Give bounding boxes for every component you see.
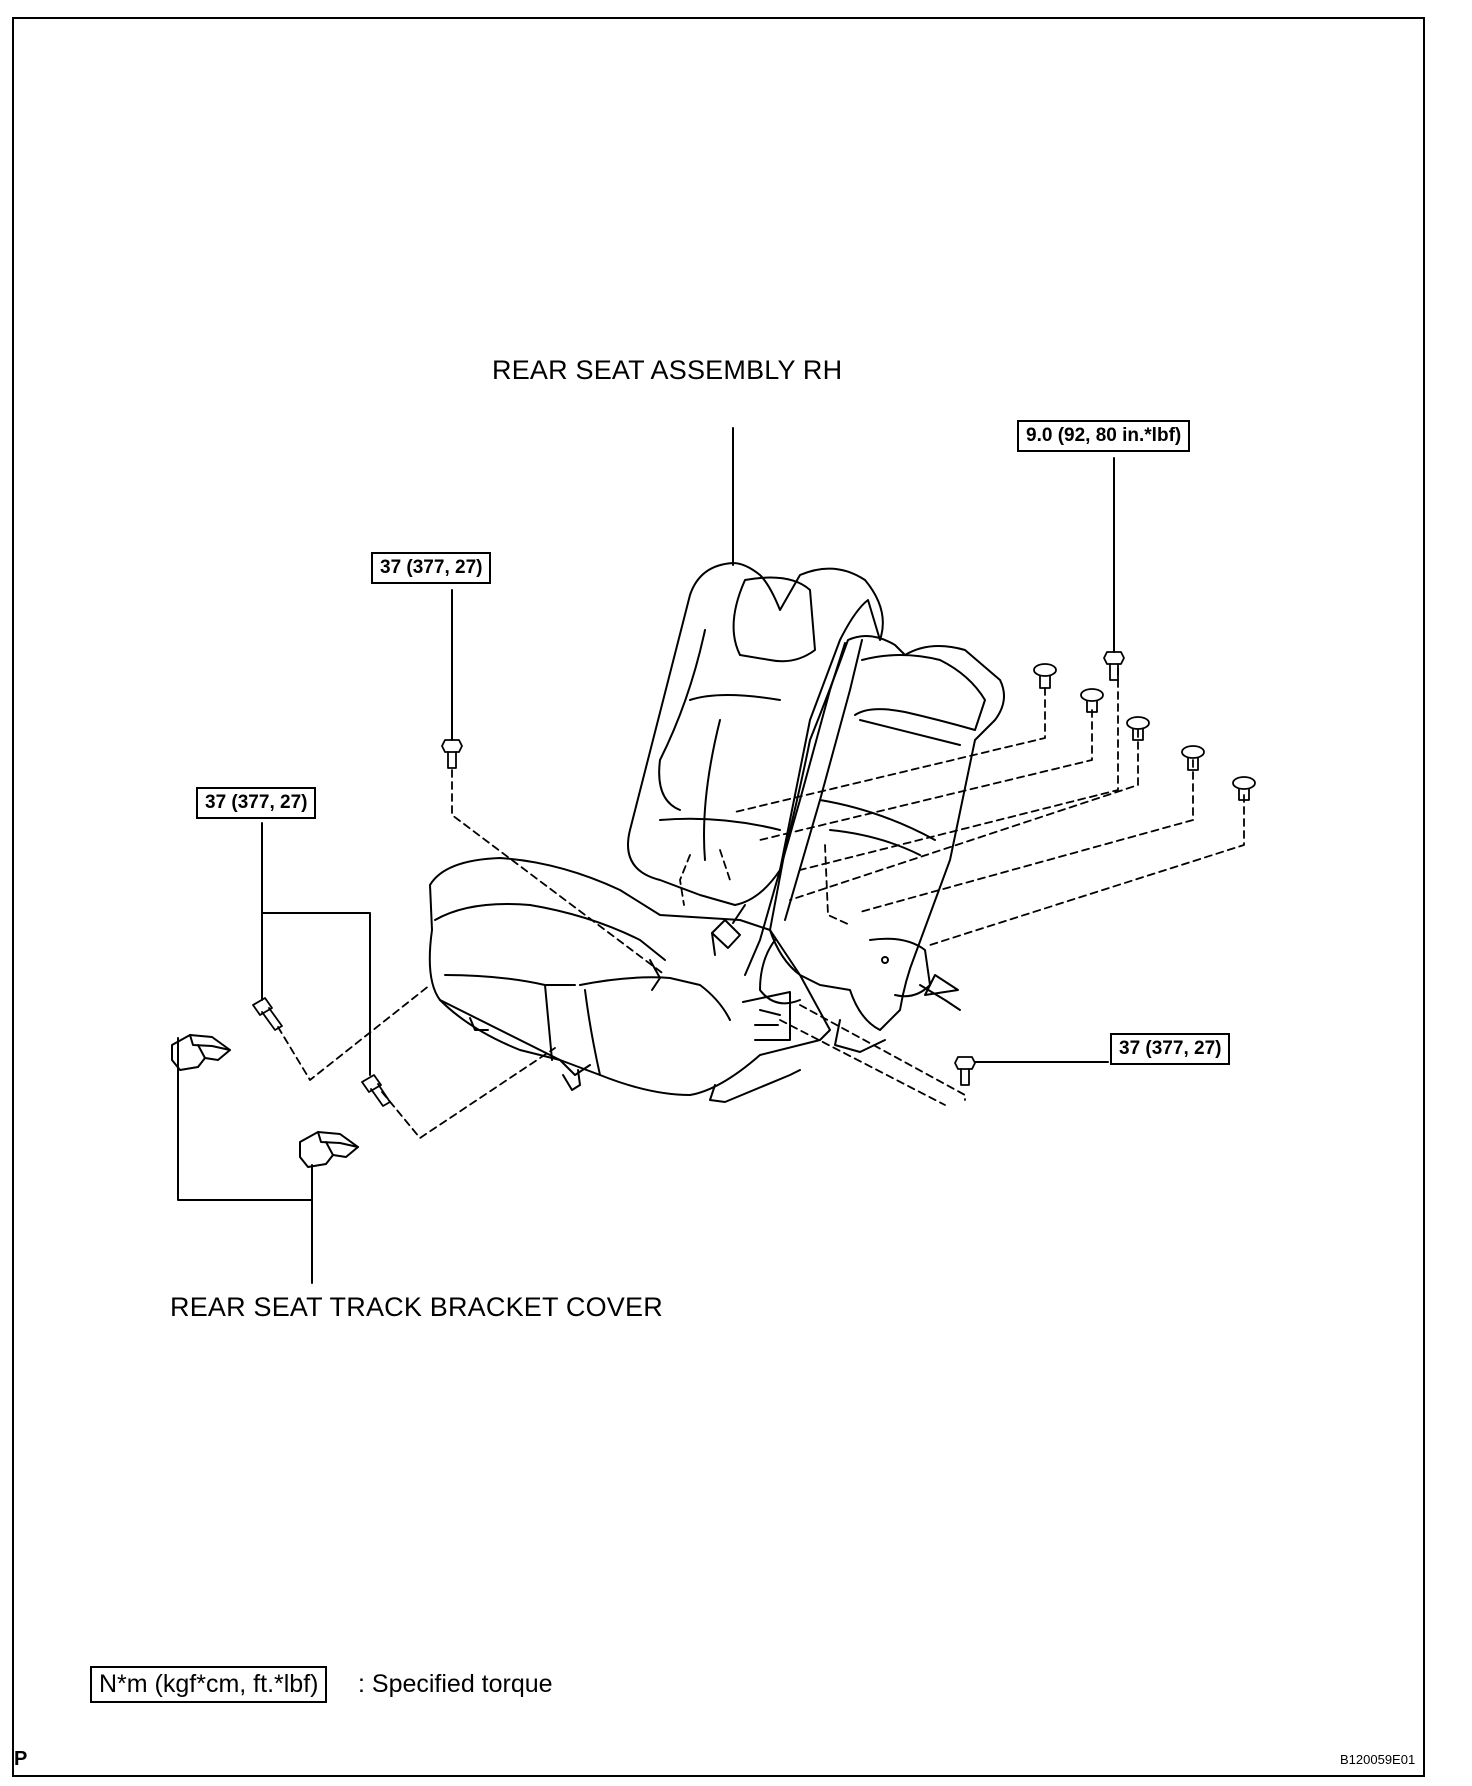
torque-legend-description: : Specified torque — [358, 1670, 553, 1698]
clip-5 — [1232, 776, 1256, 801]
track-bracket-cover-label: REAR SEAT TRACK BRACKET COVER — [170, 1292, 663, 1322]
bolt-left-b — [361, 1074, 391, 1107]
clip-4 — [1181, 745, 1205, 771]
bolt-left-a — [252, 997, 283, 1031]
clip-2 — [1080, 688, 1104, 713]
clip-1 — [1033, 663, 1057, 689]
torque-spec-upper-left: 37 (377, 27) — [371, 552, 492, 584]
seat-assembly-label: REAR SEAT ASSEMBLY RH — [492, 355, 843, 385]
bolts — [252, 651, 1125, 1107]
bolt-upper-left — [441, 739, 463, 769]
bolt-upper-right — [1103, 651, 1125, 681]
bracket-cover-2 — [299, 1131, 359, 1168]
seat-cushion — [428, 857, 831, 1096]
torque-unit-legend-box: N*m (kgf*cm, ft.*lbf) — [90, 1666, 328, 1703]
bracket-cover-1 — [171, 1034, 231, 1071]
seat-rails — [439, 984, 961, 1103]
page-frame — [12, 17, 1425, 1777]
torque-spec-left: 37 (377, 27) — [196, 787, 317, 819]
seatbelt — [711, 639, 863, 976]
torque-spec-upper-right: 9.0 (92, 80 in.*lbf) — [1017, 420, 1191, 452]
seat-back-small — [759, 635, 1005, 1031]
track-bracket-covers — [171, 1034, 359, 1168]
torque-spec-lower-right: 37 (377, 27) — [1110, 1033, 1231, 1065]
clip-3 — [1126, 716, 1150, 741]
page-corner-mark: P — [14, 1748, 28, 1770]
figure-id: B120059E01 — [1340, 1752, 1416, 1767]
installation-dashes — [277, 667, 1245, 1139]
seat-back-large — [627, 562, 884, 906]
leader-lines — [177, 427, 1115, 1284]
clips — [1033, 663, 1256, 801]
bolt-lower-right — [954, 1056, 976, 1086]
